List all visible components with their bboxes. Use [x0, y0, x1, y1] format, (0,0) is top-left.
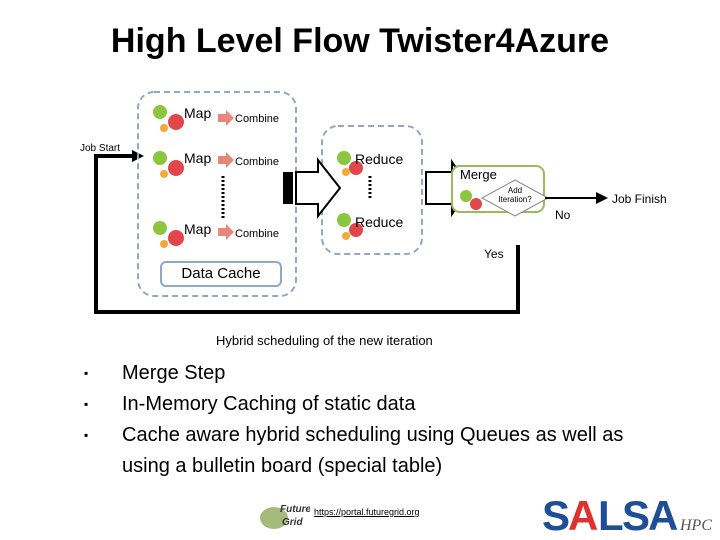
data-cache-box: Data Cache [160, 261, 282, 287]
merge-worker-icon [460, 190, 482, 210]
slide-title: High Level Flow Twister4Azure [110, 22, 610, 60]
job-start-label: Job Start [80, 143, 121, 154]
reduce-worker-icon-2 [337, 213, 363, 240]
job-finish-label: Job Finish [612, 192, 667, 206]
hybrid-scheduling-label: Hybrid scheduling of the new iteration [216, 333, 433, 348]
svg-text:Future: Future [280, 504, 310, 515]
add-iteration-label: Add Iteration? [498, 186, 532, 204]
svg-text:S: S [622, 492, 650, 536]
yes-label: Yes [484, 247, 504, 261]
bullet-list: ▪ Merge Step ▪ In-Memory Caching of stat… [84, 358, 684, 482]
bullet-item: ▪ Cache aware hybrid scheduling using Qu… [84, 420, 684, 482]
svg-text:A: A [568, 492, 598, 536]
bullet-marker-icon: ▪ [84, 428, 89, 442]
reduce-label-1: Reduce [355, 151, 404, 167]
bullet-marker-icon: ▪ [84, 397, 89, 411]
combine-label-2: Combine [235, 156, 280, 168]
svg-text:A: A [648, 492, 678, 536]
bullet-item: ▪ Merge Step [84, 358, 684, 389]
bullet-text: In-Memory Caching of static data [122, 393, 416, 415]
map-worker-icon-2 [153, 151, 184, 178]
bullet-marker-icon: ▪ [84, 366, 89, 380]
reduce-worker-icon-1 [337, 151, 363, 176]
bullet-text: Merge Step [122, 362, 226, 384]
combine-arrow-2 [218, 152, 234, 168]
map-label-1: Map [184, 105, 212, 121]
reduce-label-2: Reduce [355, 214, 404, 230]
combine-label-3: Combine [235, 228, 280, 240]
svg-text:L: L [598, 492, 624, 536]
map-label-2: Map [184, 150, 212, 166]
map-worker-icon-3 [153, 221, 184, 248]
map-label-3: Map [184, 221, 212, 237]
merge-label: Merge [460, 167, 497, 182]
map-worker-icon-1 [153, 105, 184, 132]
shuffle-arrow [283, 157, 342, 219]
bullet-item: ▪ In-Memory Caching of static data [84, 389, 684, 420]
no-arrow [545, 192, 608, 204]
combine-arrow-3 [218, 224, 234, 240]
salsa-hpc-logo: S A L S A HPC [542, 490, 712, 536]
svg-text:Grid: Grid [282, 517, 303, 528]
futuregrid-url-link[interactable]: https://portal.futuregrid.org [314, 507, 420, 517]
bullet-text: Cache aware hybrid scheduling using Queu… [122, 424, 624, 477]
combine-arrow-1 [218, 110, 234, 126]
map-group-border [137, 91, 297, 297]
add-iteration-diamond [480, 179, 550, 217]
futuregrid-logo: Future Grid [258, 498, 310, 532]
iteration-loop-line [94, 154, 520, 314]
svg-text:S: S [542, 492, 570, 536]
svg-text:HPC: HPC [679, 517, 712, 534]
no-label: No [555, 208, 571, 222]
combine-label-1: Combine [235, 113, 280, 125]
